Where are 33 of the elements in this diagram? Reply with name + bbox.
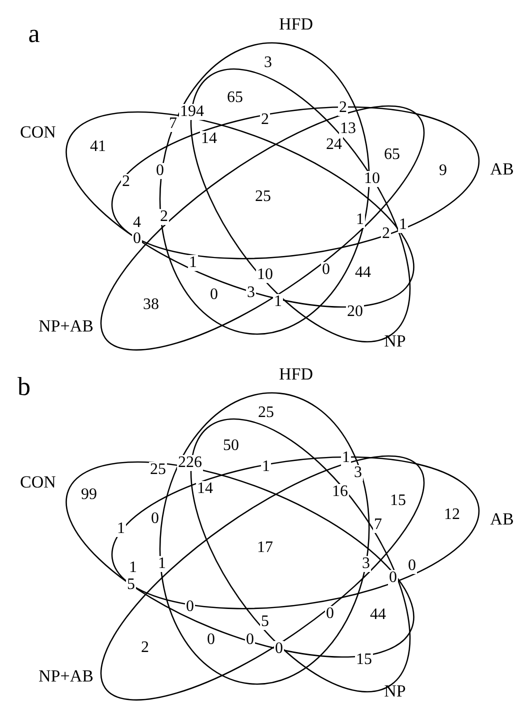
set-label: HFD xyxy=(278,366,313,382)
set-label: NP xyxy=(384,332,406,350)
region-count: 3 xyxy=(353,465,363,481)
panel-letter: a xyxy=(28,21,40,47)
set-label: CON xyxy=(20,123,56,140)
region-count: 2 xyxy=(338,100,348,116)
set-label: NP xyxy=(384,682,406,700)
region-count: 0 xyxy=(155,163,165,179)
region-count: 1 xyxy=(398,217,408,233)
set-label: CON xyxy=(20,473,56,490)
region-count: 0 xyxy=(388,570,398,586)
set-label: HFD xyxy=(278,16,313,32)
region-count: 7 xyxy=(373,517,383,533)
set-label: NP+AB xyxy=(38,317,94,334)
set-label: NP+AB xyxy=(38,667,94,684)
region-count: 1 xyxy=(116,521,126,537)
region-count: 2 xyxy=(159,209,169,225)
region-count: 226 xyxy=(177,455,203,471)
region-count: 13 xyxy=(339,121,357,137)
region-count: 5 xyxy=(260,614,270,630)
region-count: 10 xyxy=(363,171,381,187)
region-count: 1 xyxy=(355,212,365,228)
region-count: 1 xyxy=(157,556,167,572)
region-count: 1 xyxy=(341,450,351,466)
set-label: AB xyxy=(490,510,514,528)
region-count: 10 xyxy=(256,267,274,283)
region-count: 7 xyxy=(168,116,178,132)
region-count: 3 xyxy=(361,556,371,572)
panel-letter: b xyxy=(18,374,30,400)
region-count: 1 xyxy=(188,255,198,271)
set-label: AB xyxy=(490,160,514,178)
region-count: 194 xyxy=(179,104,205,120)
region-count: 0 xyxy=(407,558,417,574)
